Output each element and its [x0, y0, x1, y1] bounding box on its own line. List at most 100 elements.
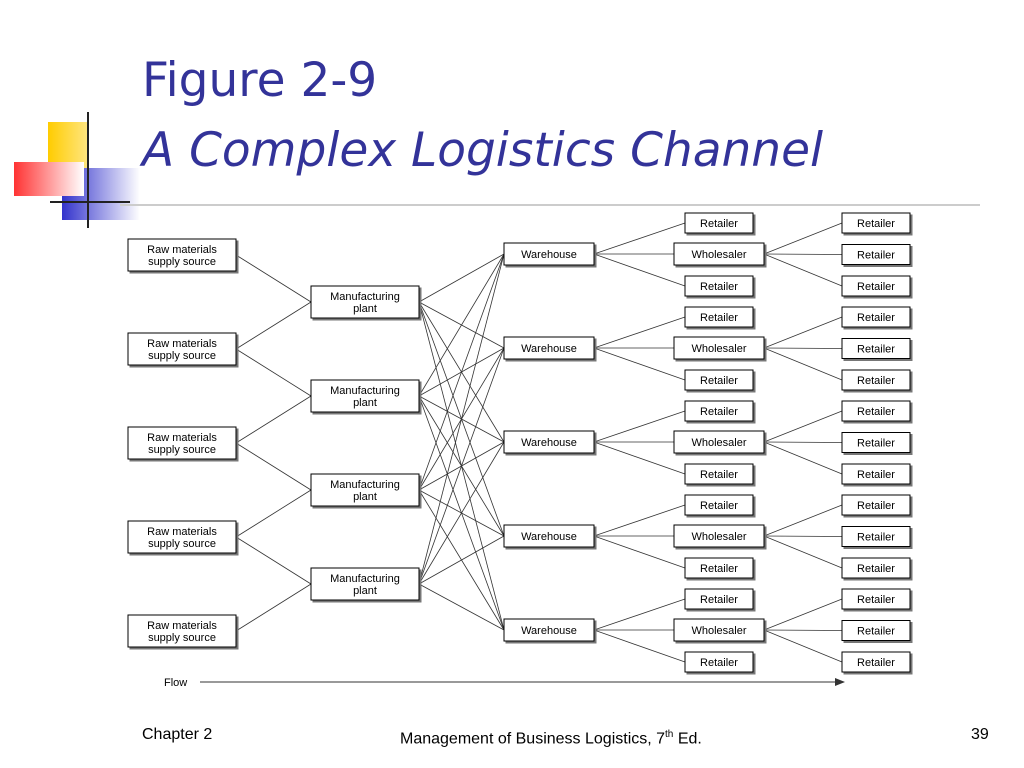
flow-connector	[418, 253, 505, 585]
retailer-label: Retailer	[700, 563, 738, 575]
flow-connector	[235, 489, 312, 538]
wholesaler-label: Wholesaler	[691, 531, 746, 543]
wholesaler-label: Wholesaler	[691, 625, 746, 637]
retailer-label: Retailer	[857, 218, 895, 230]
retailer-label: Retailer	[857, 281, 895, 293]
footer-chapter: Chapter 2	[142, 726, 213, 743]
retailer: Retailer	[841, 244, 911, 265]
flow-indicator: Flow	[164, 677, 845, 689]
retailer-label: Retailer	[700, 657, 738, 669]
retailer: Retailer	[841, 306, 911, 328]
retailer: Retailer	[841, 494, 911, 516]
retailer-label: Retailer	[857, 594, 895, 606]
flow-connector	[593, 316, 686, 349]
retailer-label: Retailer	[857, 438, 895, 450]
retailer: Retailer	[841, 432, 911, 453]
raw-materials-source-label: Raw materials	[147, 244, 217, 256]
warehouse-label: Warehouse	[521, 249, 577, 261]
raw-materials-source-label: supply source	[148, 632, 216, 644]
manufacturing-plant-label: Manufacturing	[330, 479, 400, 491]
raw-materials-source-label: Raw materials	[147, 432, 217, 444]
slide-title: Figure 2-9	[142, 53, 378, 108]
wholesaler: Wholesaler	[673, 524, 765, 548]
flow-connector	[593, 598, 686, 631]
manufacturing-plant-label: plant	[353, 491, 377, 503]
wholesaler: Wholesaler	[673, 618, 765, 642]
retailer-label: Retailer	[700, 406, 738, 418]
flow-connector	[418, 253, 505, 491]
retailer-label: Retailer	[857, 312, 895, 324]
retailer-label: Retailer	[700, 594, 738, 606]
manufacturing-plant-label: plant	[353, 585, 377, 597]
flow-connector	[593, 347, 686, 381]
manufacturing-plant-label: plant	[353, 303, 377, 315]
retailer: Retailer	[684, 557, 754, 579]
warehouse: Warehouse	[503, 618, 595, 642]
wholesaler-label: Wholesaler	[691, 343, 746, 355]
flow-connector	[418, 583, 505, 631]
flow-connector	[593, 253, 686, 287]
raw-materials-source-label: supply source	[148, 256, 216, 268]
flow-connector	[593, 222, 686, 255]
footer-book-title-suffix: Ed.	[673, 730, 702, 748]
retailer-label: Retailer	[857, 626, 895, 638]
retailer-label: Retailer	[700, 469, 738, 481]
footer-page-number: 39	[971, 726, 989, 743]
flow-connector	[593, 629, 686, 663]
flow-connector	[593, 410, 686, 443]
title-divider	[120, 204, 980, 206]
flow-connector	[763, 535, 843, 569]
slide-subtitle: A Complex Logistics Channel	[142, 123, 824, 178]
retailer: Retailer	[841, 588, 911, 610]
wholesaler: Wholesaler	[673, 430, 765, 454]
flow-connector	[418, 253, 505, 397]
wholesaler-label: Wholesaler	[691, 249, 746, 261]
flow-connector	[235, 301, 312, 350]
raw-materials-source-label: Raw materials	[147, 620, 217, 632]
flow-label: Flow	[164, 677, 187, 689]
retailer: Retailer	[841, 275, 911, 297]
retailer: Retailer	[841, 400, 911, 422]
retailer-label: Retailer	[700, 218, 738, 230]
retailer-label: Retailer	[857, 563, 895, 575]
raw-materials-source-label: supply source	[148, 350, 216, 362]
flow-connector	[763, 347, 843, 349]
warehouse: Warehouse	[503, 242, 595, 266]
manufacturing-plant-label: Manufacturing	[330, 291, 400, 303]
flow-connector	[235, 442, 312, 491]
retailer: Retailer	[684, 369, 754, 391]
retailer-label: Retailer	[700, 375, 738, 387]
raw-materials-source-label: supply source	[148, 538, 216, 550]
flow-connector	[593, 535, 686, 569]
flow-connector	[235, 536, 312, 585]
flow-connector	[763, 253, 843, 287]
retailer-label: Retailer	[857, 532, 895, 544]
flow-connector	[235, 583, 312, 632]
footer-book-title-text: Management of Business Logistics, 7	[400, 730, 666, 748]
warehouse: Warehouse	[503, 430, 595, 454]
raw-materials-source-label: Raw materials	[147, 338, 217, 350]
retailer-label: Retailer	[700, 281, 738, 293]
retailer: Retailer	[841, 557, 911, 579]
warehouse-label: Warehouse	[521, 343, 577, 355]
flow-connector	[763, 535, 843, 537]
retailer: Retailer	[841, 463, 911, 485]
flow-connector	[235, 395, 312, 444]
retailer: Retailer	[684, 463, 754, 485]
wholesaler: Wholesaler	[673, 242, 765, 266]
footer-book-title: Management of Business Logistics, 7th Ed…	[400, 724, 702, 750]
flow-connector	[763, 629, 843, 663]
retailer-label: Retailer	[857, 657, 895, 669]
flow-connector	[763, 629, 843, 631]
flow-connector	[763, 316, 843, 349]
flow-connector	[593, 504, 686, 537]
